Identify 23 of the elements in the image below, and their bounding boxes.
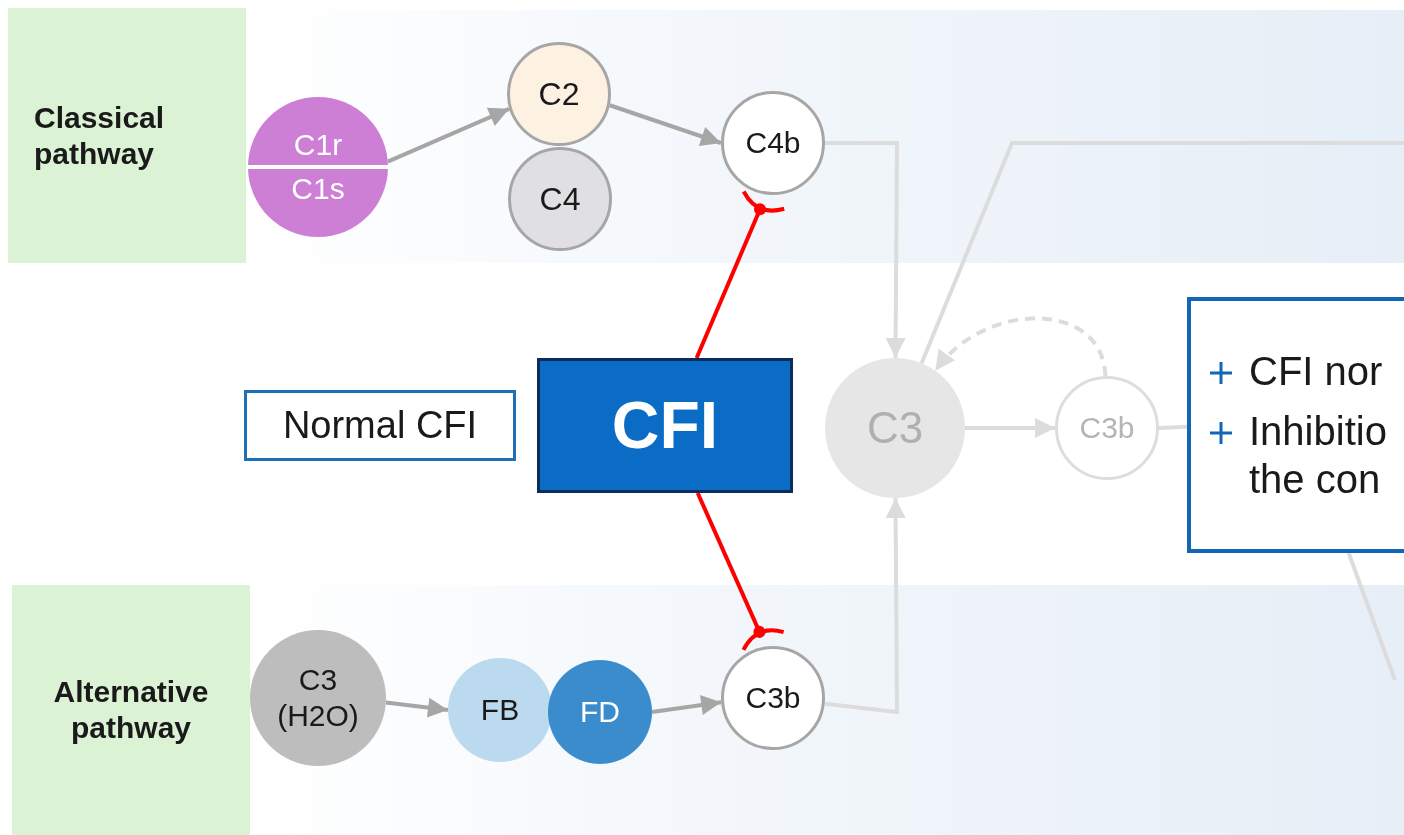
label-box: Normal CFI: [244, 390, 516, 461]
protein-box: CFI: [537, 358, 793, 493]
arrow: [387, 107, 510, 164]
arrow: [609, 103, 722, 147]
arrow: [651, 695, 722, 715]
connector-line: [1158, 424, 1188, 430]
arrow: [933, 316, 1108, 377]
arrow: [385, 697, 449, 718]
arrow: [965, 418, 1055, 438]
arrow: [825, 141, 906, 358]
connector-line: [919, 141, 1404, 364]
protein-label: C1r: [293, 127, 343, 163]
note-box: [1187, 297, 1404, 553]
pathway-label-box: Classical pathway: [8, 8, 246, 263]
note-text: Inhibitio the con: [1249, 408, 1388, 503]
protein-circle: C3b: [1055, 376, 1159, 480]
inhibition-line: [694, 189, 787, 359]
protein-label: C1s: [291, 171, 345, 207]
pathway-label-box: Alternative pathway: [12, 585, 250, 835]
arrow: [824, 498, 906, 715]
connector-line: [1346, 552, 1397, 681]
note-text: CFI nor: [1249, 348, 1383, 395]
inhibition-line: [695, 492, 786, 652]
